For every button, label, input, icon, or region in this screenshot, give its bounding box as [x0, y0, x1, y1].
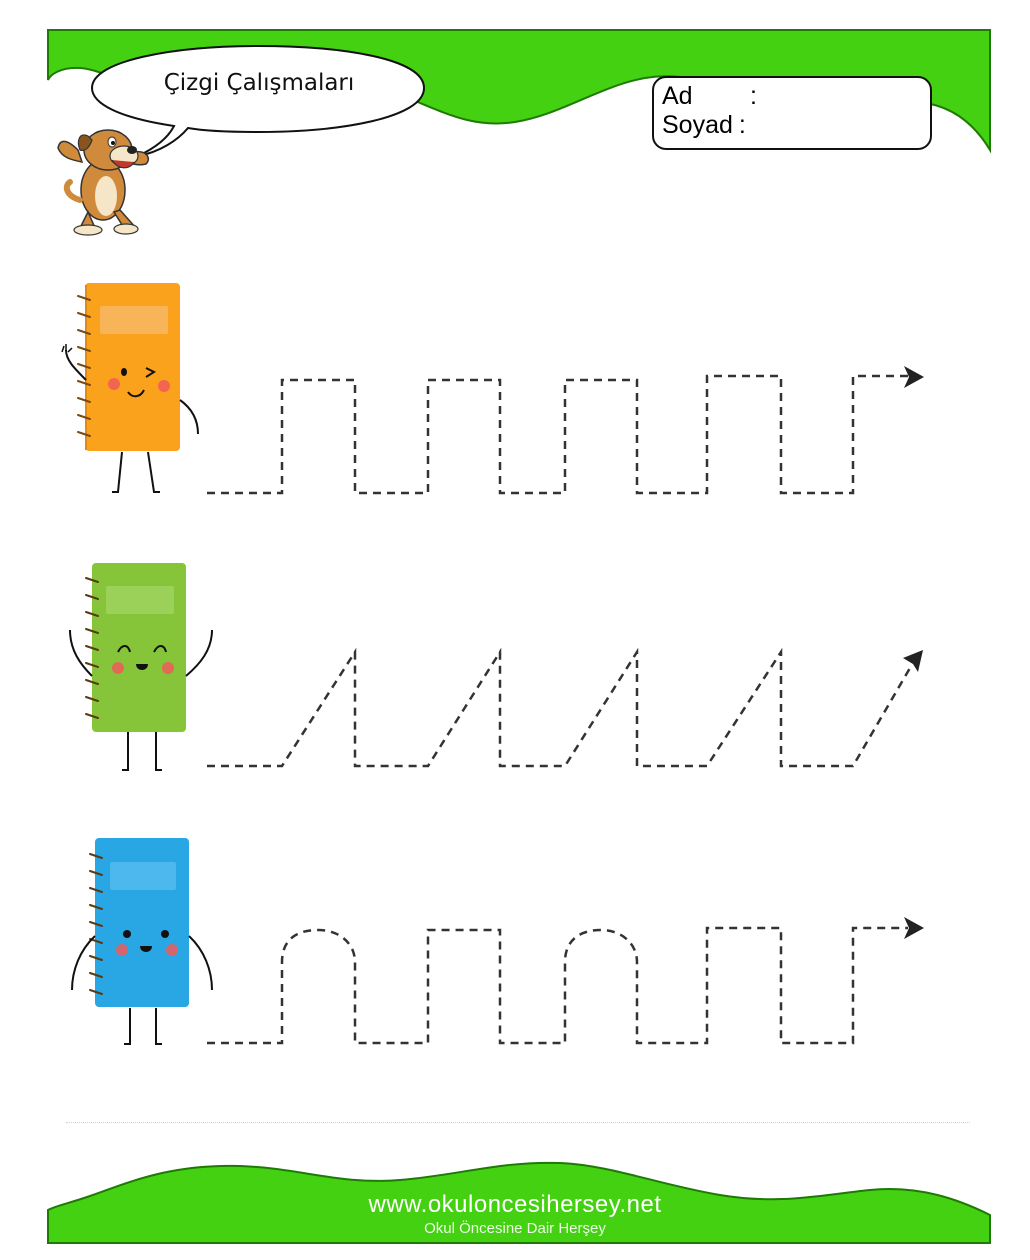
- surname-label: Soyad: [662, 111, 733, 139]
- blue-notebook-mascot: [71, 838, 213, 1045]
- surname-colon: :: [738, 111, 746, 139]
- footer-tagline: Okul Öncesine Dair Herşey: [424, 1220, 606, 1237]
- green-notebook-mascot: [69, 563, 213, 771]
- arrow-head-icon: [904, 366, 924, 388]
- divider-line: [66, 1122, 970, 1123]
- name-label: Ad: [662, 82, 693, 110]
- arrow-head-icon: [904, 917, 924, 939]
- page-title: Çizgi Çalışmaları: [163, 70, 355, 96]
- name-colon: :: [750, 82, 757, 110]
- footer-url: www.okuloncesihersey.net: [368, 1191, 662, 1218]
- arrow-head-icon: [903, 650, 923, 672]
- mixed-wave-trace: [207, 926, 908, 1045]
- mascots-layer: [57, 129, 213, 1045]
- speech-bubble-icon: [90, 44, 426, 157]
- orange-notebook-mascot: [61, 283, 199, 493]
- tracing-lines-layer: [207, 366, 924, 1045]
- dog-mascot-icon: [57, 129, 150, 236]
- footer-green-shape: [47, 1161, 991, 1244]
- name-box: Ad : Soyad :: [652, 76, 932, 150]
